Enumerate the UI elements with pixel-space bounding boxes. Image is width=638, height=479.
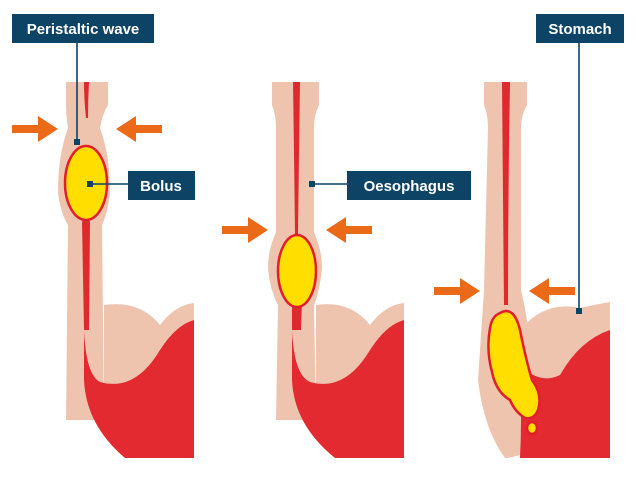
stomach-wall [520, 330, 610, 458]
label-bolus: Bolus [87, 171, 195, 200]
oesophagus-lumen [84, 82, 89, 118]
squeeze-arrow-icon [222, 217, 268, 243]
label-bolus-text: Bolus [140, 178, 182, 195]
squeeze-arrow-icon [434, 278, 480, 304]
bolus-drip [525, 420, 539, 436]
label-stomach-text: Stomach [548, 21, 611, 38]
label-stomach: Stomach [536, 14, 624, 314]
label-oesophagus: Oesophagus [309, 171, 471, 200]
oesophagus-lumen-lower [82, 217, 90, 330]
stomach-wall [292, 320, 404, 458]
stomach-wall [84, 320, 194, 458]
bolus [276, 233, 318, 309]
squeeze-arrow-icon [529, 278, 575, 304]
panel-bolus-middle [222, 82, 404, 458]
bolus [487, 309, 541, 420]
panel-bolus-top [12, 82, 194, 458]
label-oesophagus-text: Oesophagus [364, 178, 455, 195]
label-peristaltic-wave-text: Peristaltic wave [27, 21, 140, 38]
squeeze-arrow-icon [326, 217, 372, 243]
panel-bolus-entering-stomach [434, 82, 610, 458]
bolus [63, 144, 109, 222]
squeeze-arrow-icon [116, 116, 162, 142]
squeeze-arrow-icon [12, 116, 58, 142]
label-peristaltic-wave: Peristaltic wave [12, 14, 154, 145]
oesophagus-lumen [293, 82, 300, 234]
oesophagus-lumen [502, 82, 510, 305]
